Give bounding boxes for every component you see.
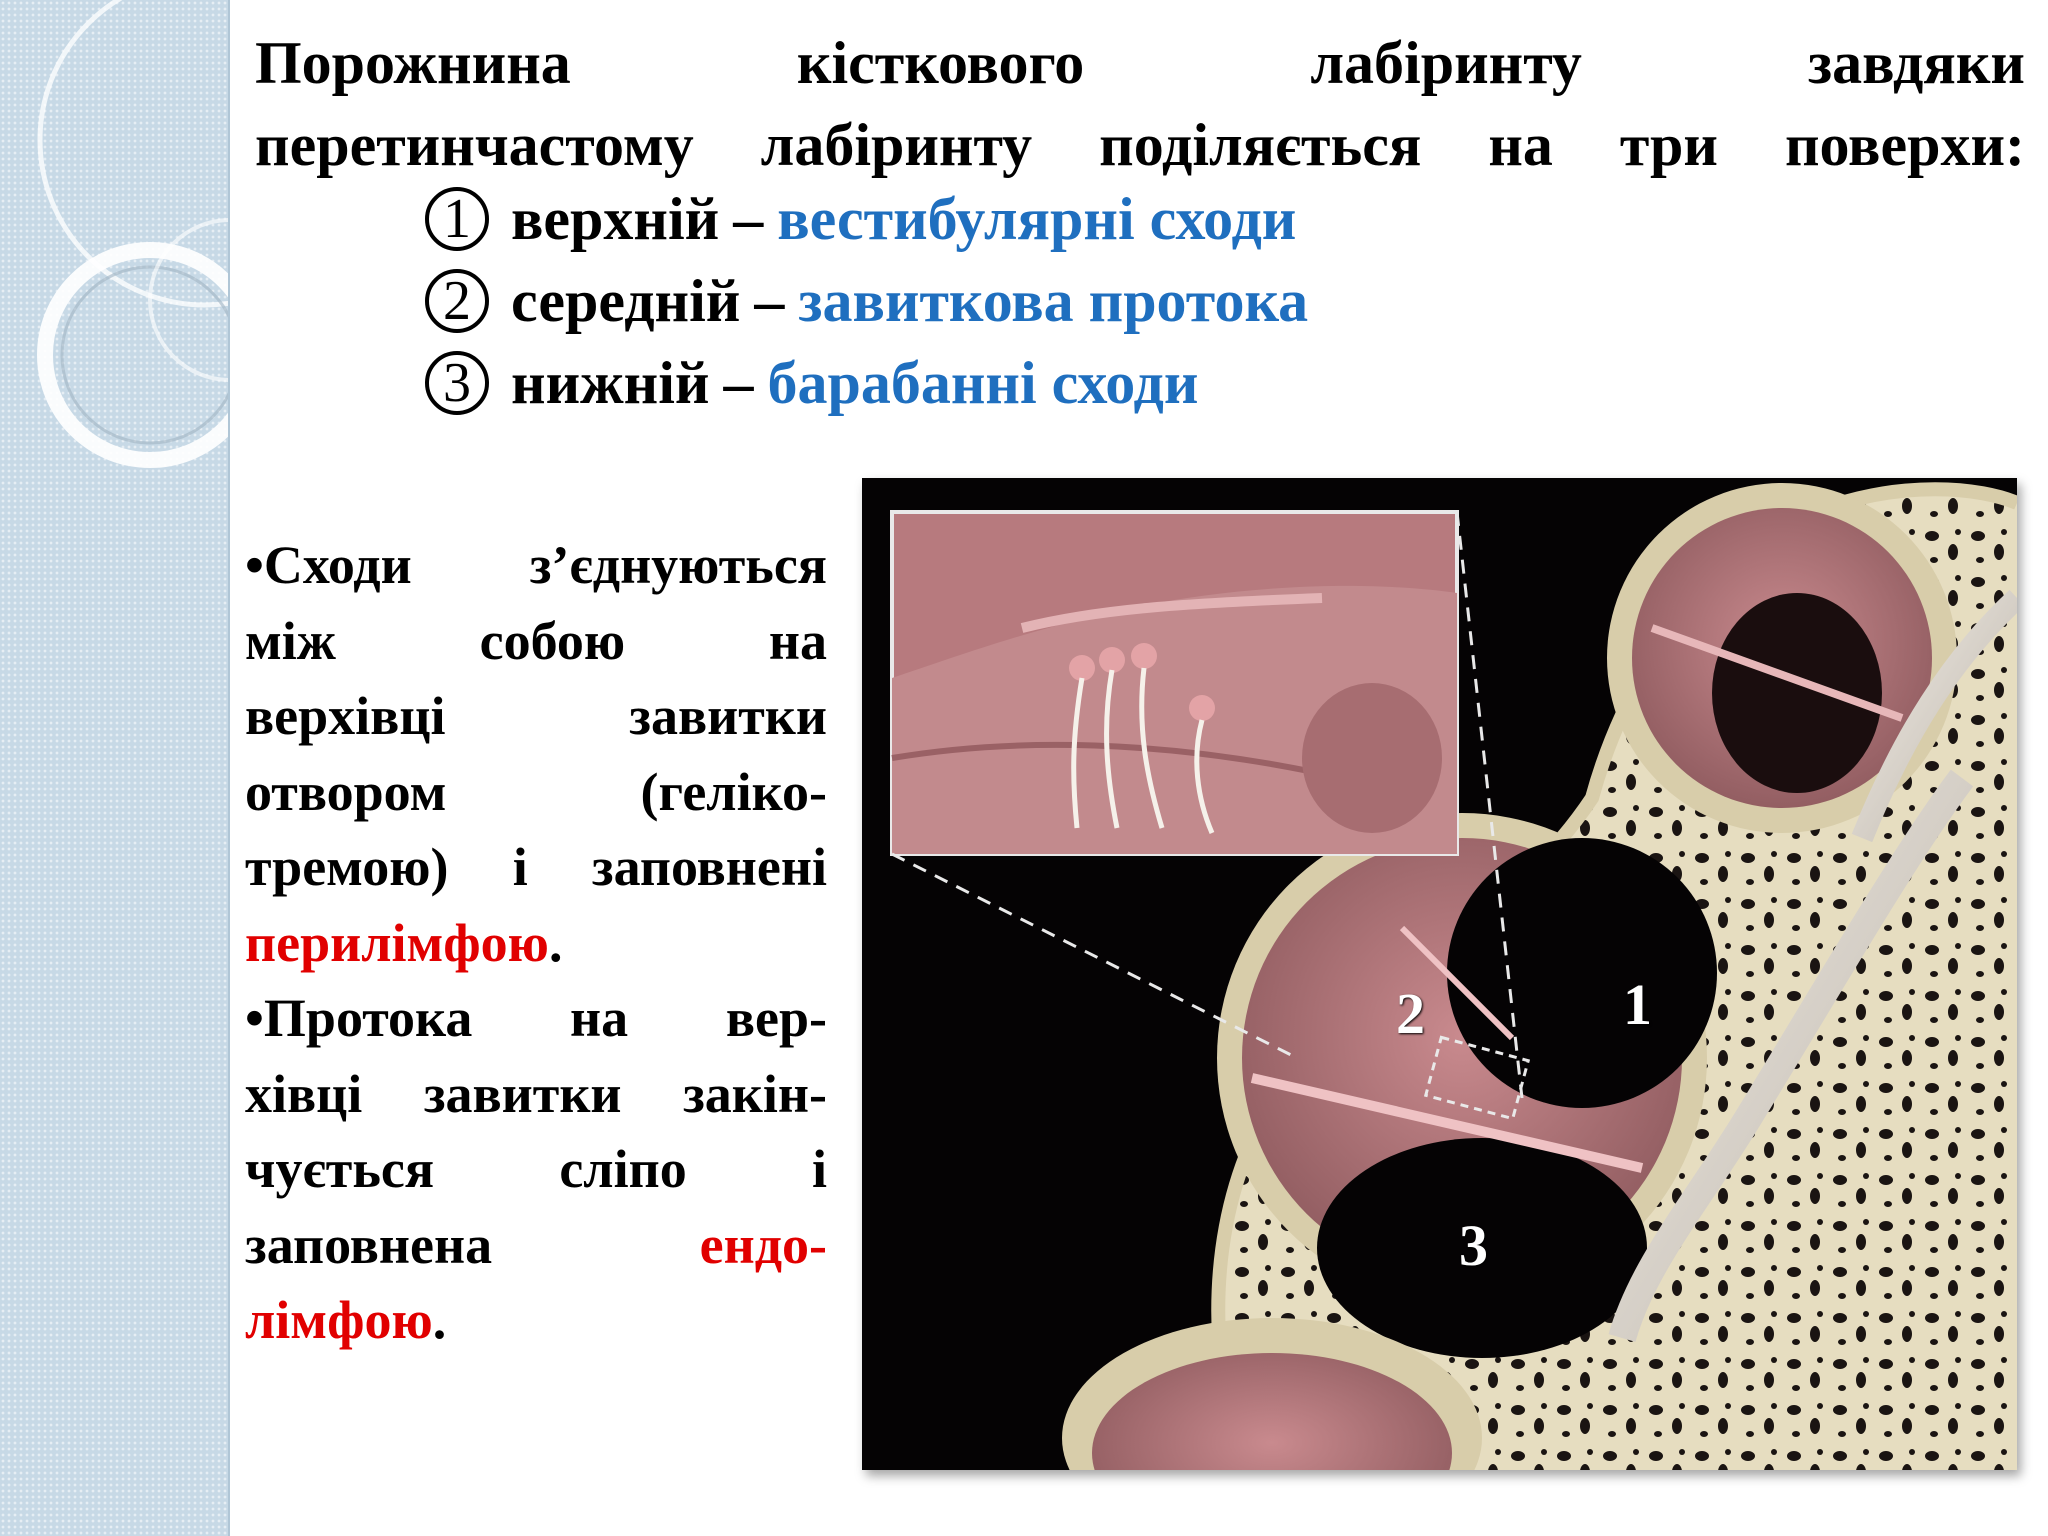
label-upper-scala: 1 [1623,972,1652,1037]
body-line: тремою) і заповнені [245,837,827,897]
cochlea-cross-section-image: 1 2 3 [862,478,2025,1536]
body-line: заповнена ендо- [245,1208,827,1284]
body-word: заповнена [245,1214,493,1275]
level-term: завиткова протока [798,267,1309,334]
body-line: •Протока на вер- [245,988,827,1048]
number-circle-1: 1 [425,187,489,251]
body-text: •Сходи з’єднуються між собою на верхівці… [245,528,827,1359]
level-name: нижній [511,349,710,416]
decorative-rings-icon [37,0,228,468]
title-line-1: Порожнина кісткового лабіринту завдяки [255,30,2025,96]
body-line: між собою на [245,610,827,671]
levels-list: 1 верхній – вестибулярні сходи 2 середні… [425,178,1308,424]
level-item-middle: 2 середній – завиткова протока [425,260,1308,342]
punctuation: . [548,912,563,973]
level-term: барабанні сходи [767,349,1199,416]
number-circle-2: 2 [425,269,489,333]
cochlea-illustration [862,478,2025,1536]
level-dash: – [723,349,754,416]
punctuation: . [432,1290,447,1350]
perilymph-term: перилімфою [245,912,549,973]
level-item-lower: 3 нижній – барабанні сходи [425,342,1308,424]
level-name: середній [511,267,741,334]
body-line: лімфою. [245,1283,827,1359]
endolymph-term-part2: лімфою [245,1290,433,1350]
level-dash: – [733,185,764,252]
level-item-upper: 1 верхній – вестибулярні сходи [425,178,1308,260]
body-line: верхівці завитки [245,686,827,746]
endolymph-term-part1: ендо- [699,1214,827,1275]
body-line: чується сліпо і [245,1139,827,1199]
body-line: хівці завитки закін- [245,1063,827,1124]
level-dash: – [754,267,785,334]
number-circle-3: 3 [425,351,489,415]
level-term: вестибулярні сходи [777,185,1297,252]
body-line: перилімфою. [245,906,827,982]
body-line: отвором (геліко- [245,761,827,822]
title-line-2: перетинчастому лабіринту поділяється на … [255,112,2025,178]
body-line: •Сходи з’єднуються [245,535,827,595]
level-name: верхній [511,185,720,252]
slide-title: Порожнина кісткового лабіринту завдяки п… [255,22,2025,186]
label-cochlear-duct: 2 [1396,981,1425,1046]
decorative-sidebar [0,0,230,1536]
label-lower-scala: 3 [1459,1213,1488,1278]
